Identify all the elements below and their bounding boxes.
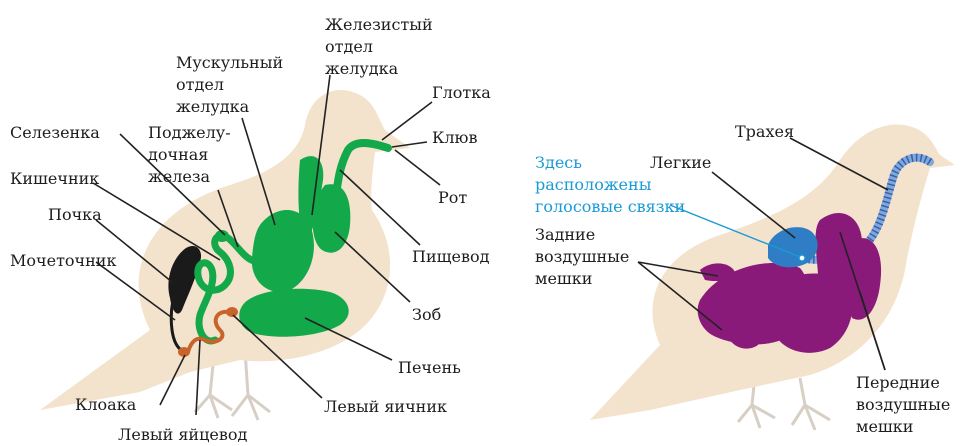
label-beak: Клюв	[432, 128, 477, 147]
label-pharynx: Глотка	[432, 83, 491, 102]
label-crop: Зоб	[412, 305, 441, 324]
label-left-oviduct: Левый яйцевод	[118, 425, 247, 444]
label-liver: Печень	[398, 358, 461, 377]
label-cloaca: Клоака	[75, 395, 137, 414]
label-mouth: Рот	[438, 188, 467, 207]
label-left-ovary: Левый яичник	[324, 397, 447, 416]
label-kidney: Почка	[48, 205, 102, 224]
label-intestine: Кишечник	[10, 169, 99, 188]
ovary-shape	[226, 307, 238, 317]
label-lungs: Легкие	[650, 153, 711, 172]
label-ureter: Мочеточник	[10, 251, 116, 270]
label-spleen: Селезенка	[10, 123, 100, 142]
label-esophagus: Пищевод	[412, 247, 490, 266]
vocal-cords-marker	[799, 255, 805, 261]
label-trachea: Трахея	[735, 122, 794, 141]
